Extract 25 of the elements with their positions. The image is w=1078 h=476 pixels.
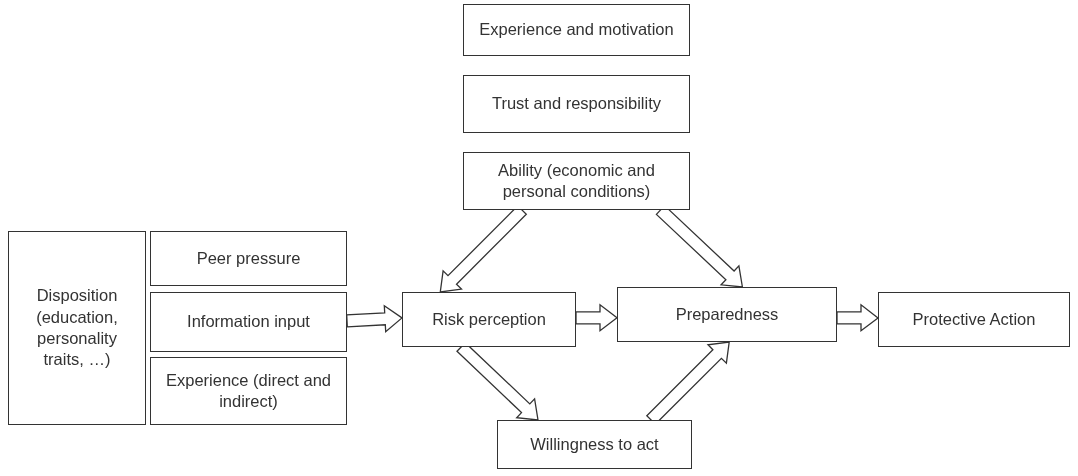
text-box (150, 292, 347, 352)
text-box (150, 357, 347, 425)
box-label: Disposition (education, personality traits, …) (35, 285, 119, 371)
box-label: Trust and responsibility (491, 93, 661, 115)
hollow-arrow (346, 304, 404, 334)
text-box (402, 292, 576, 347)
text-box (463, 152, 690, 210)
box-label: Protective Action (912, 308, 1036, 330)
text-box (463, 4, 690, 56)
text-box (8, 231, 146, 425)
box-label: Experience and motivation (479, 19, 674, 41)
text-box (463, 75, 690, 133)
text-box (878, 292, 1070, 347)
hollow-arrow (575, 303, 619, 333)
text-box (150, 231, 347, 286)
box-label: Preparedness (675, 303, 779, 325)
box-label: Risk perception (432, 308, 546, 330)
box-label: Willingness to act (530, 433, 659, 455)
text-box (497, 420, 692, 469)
box-label: Ability (economic and personal conditions) (497, 159, 656, 202)
hollow-arrow (836, 303, 880, 333)
box-label: Peer pressure (196, 247, 301, 269)
box-label: Information input (187, 311, 310, 333)
text-box (617, 287, 837, 342)
box-label: Experience (direct and indirect) (164, 369, 333, 412)
